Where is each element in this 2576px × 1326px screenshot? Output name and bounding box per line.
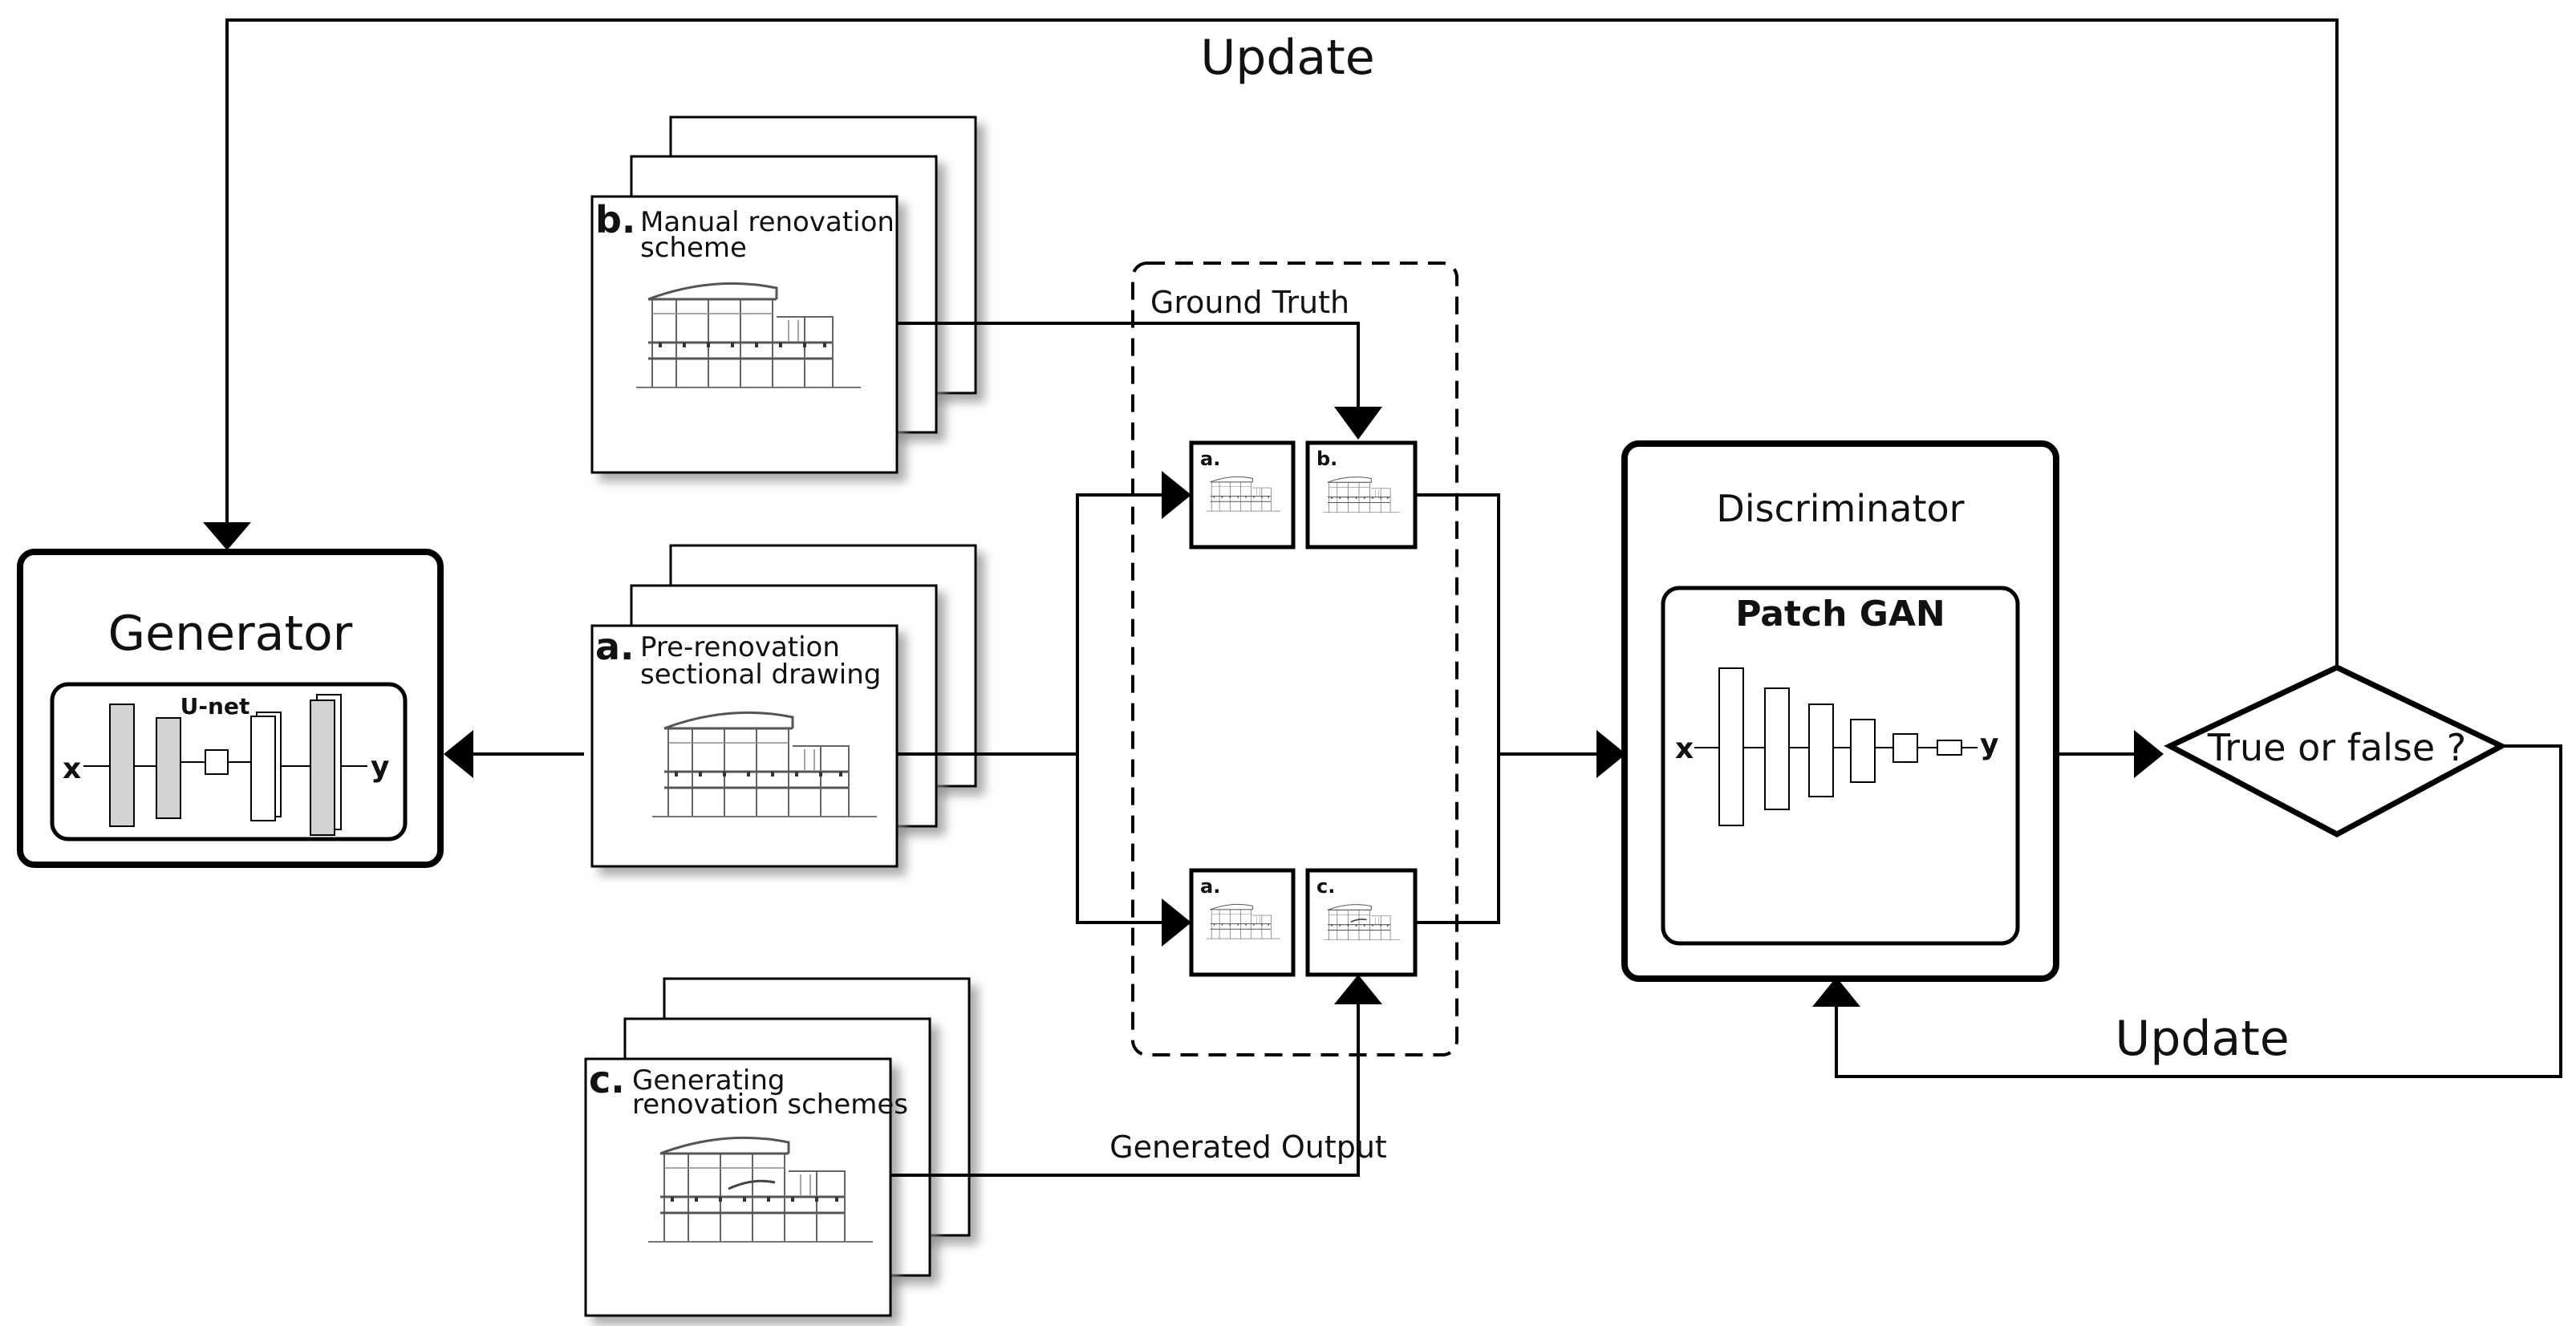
real-pair-target-tile [1305,440,1418,549]
stack-b-letter: b. [595,198,635,241]
fake-pair-generated-tile [1305,868,1418,977]
patch-layer-3 [1808,704,1834,797]
unet-decoder-2 [310,699,335,836]
generated-output-line [890,999,1360,1177]
stack-b-title-line2: scheme [640,232,747,264]
discriminator-input-x: x [1675,732,1694,765]
ground-truth-arrowhead [1334,407,1382,440]
stack-pre-renovation: a. Pre-renovation sectional drawing [590,544,977,868]
patch-gan-layers [1694,667,1978,826]
stack-b-title-line1: Manual renovation [640,206,895,238]
discriminator-title: Discriminator [1716,487,1964,530]
stack-c-title-line2: renovation schemes [632,1089,908,1121]
bottom-update-loop: Update [1812,744,2562,1078]
decision-diamond [2164,664,2508,837]
stack-c-letter: c. [589,1058,625,1101]
generator-input-arrowhead [444,730,473,778]
manual-renovation-front-card [590,195,899,474]
arrowheads [444,407,2164,1004]
real-pair-input-tile [1189,440,1296,549]
unet-decoder-1 [250,716,276,821]
stack-manual-renovation: b. Manual renovation scheme [590,116,977,474]
patch-gan-box [1661,586,2020,946]
update-bottom-label: Update [2115,1011,2289,1067]
real-pair: a. b. [1189,440,1418,549]
discriminator-block: Discriminator Patch GAN x y [1621,440,2059,982]
patch-layer-4 [1850,719,1876,783]
top-pair-to-merge-line [1415,493,1500,754]
decision-label: True or false ? [2207,726,2466,769]
unet-encoder-2 [156,717,181,819]
unet-label: U-net [181,693,250,720]
fake-pair: a. c. [1189,868,1418,977]
real-pair-target-letter: b. [1316,448,1337,470]
bottom-pair-to-merge-line [1415,754,1500,924]
update-top-label: Update [1200,30,1374,86]
bottom-pair-arrowhead [1162,898,1191,947]
decision-block: True or false ? [2164,664,2508,837]
stack-generated-schemes: c. Generating renovation schemes [584,977,971,1317]
image-pairs-container [1131,262,1458,1056]
bottom-update-arrowhead [1812,977,1860,1007]
top-pair-arrowhead [1162,471,1191,519]
patch-layer-5 [1892,733,1918,763]
bottom-update-path [1835,744,2562,1078]
generated-output-label: Generated Output [1110,1129,1387,1165]
patch-gan-title: Patch GAN [1735,594,1945,635]
ground-truth-label: Ground Truth [1150,285,1349,320]
generator-block: Generator U-net x y [17,549,444,868]
generator-title: Generator [108,606,353,662]
stack-a-title-line1: Pre-renovation [640,631,840,663]
fake-pair-input-tile [1189,868,1296,977]
unet-encoder-1 [109,704,135,827]
real-pair-input-letter: a. [1200,448,1220,470]
unet-bottleneck [205,749,229,775]
decision-input-arrowhead [2134,730,2164,778]
generator-output-y: y [371,751,389,784]
stack-c-title-line1: Generating [632,1064,785,1097]
patch-layer-2 [1764,687,1790,810]
ground-truth-line [897,322,1360,409]
top-update-loop: Update [203,18,2339,666]
generated-schemes-drawing [647,1136,874,1243]
fake-pair-input-letter: a. [1200,875,1220,898]
discriminator-input-arrowhead [1596,730,1626,778]
generated-schemes-front-card [584,1057,892,1317]
stack-a-letter: a. [595,625,635,668]
generator-input-x: x [63,752,81,785]
generated-output-arrowhead [1334,975,1382,1004]
discriminator-output-y: y [1980,728,1998,761]
split-to-bottom-pair-line [1076,754,1167,924]
connectors [473,322,2134,1177]
top-update-path [225,18,2339,666]
patch-layer-6 [1937,740,1962,756]
stack-a-title-line2: sectional drawing [640,659,881,691]
unet-layers [83,694,367,836]
patch-layer-1 [1718,667,1744,826]
split-to-top-pair-line [1076,493,1167,754]
top-update-arrowhead [203,522,251,550]
fake-pair-generated-letter: c. [1316,875,1335,898]
